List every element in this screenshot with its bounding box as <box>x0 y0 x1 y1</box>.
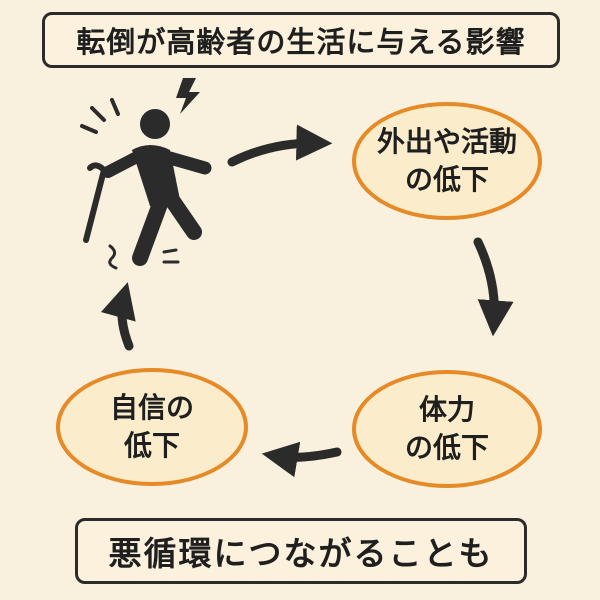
footer-box: 悪循環につながることも <box>75 518 527 584</box>
page-title: 転倒が高齢者の生活に与える影響 <box>76 25 526 59</box>
node-strength-decline: 体力 の低下 <box>352 370 542 488</box>
node-strength-line1: 体力 <box>418 393 475 426</box>
elderly-person-falling-icon <box>80 78 212 270</box>
footer-text: 悪循環につながることも <box>108 534 494 573</box>
node-confidence-line2: 低下 <box>123 429 180 462</box>
arrow-outing-to-strength <box>473 237 514 337</box>
node-confidence-line1: 自信の <box>109 391 194 424</box>
node-strength-line2: の低下 <box>404 431 489 464</box>
node-confidence-decline: 自信の 低下 <box>56 368 248 486</box>
arrow-confidence-to-figure <box>100 282 136 351</box>
node-outing-line1: 外出や活動 <box>376 125 517 158</box>
node-outing-decline: 外出や活動 の低下 <box>352 102 542 220</box>
title-box: 転倒が高齢者の生活に与える影響 <box>42 12 560 68</box>
node-outing-line2: の低下 <box>404 163 489 196</box>
arrow-figure-to-outing <box>227 124 333 167</box>
arrow-strength-to-confidence <box>261 441 342 478</box>
